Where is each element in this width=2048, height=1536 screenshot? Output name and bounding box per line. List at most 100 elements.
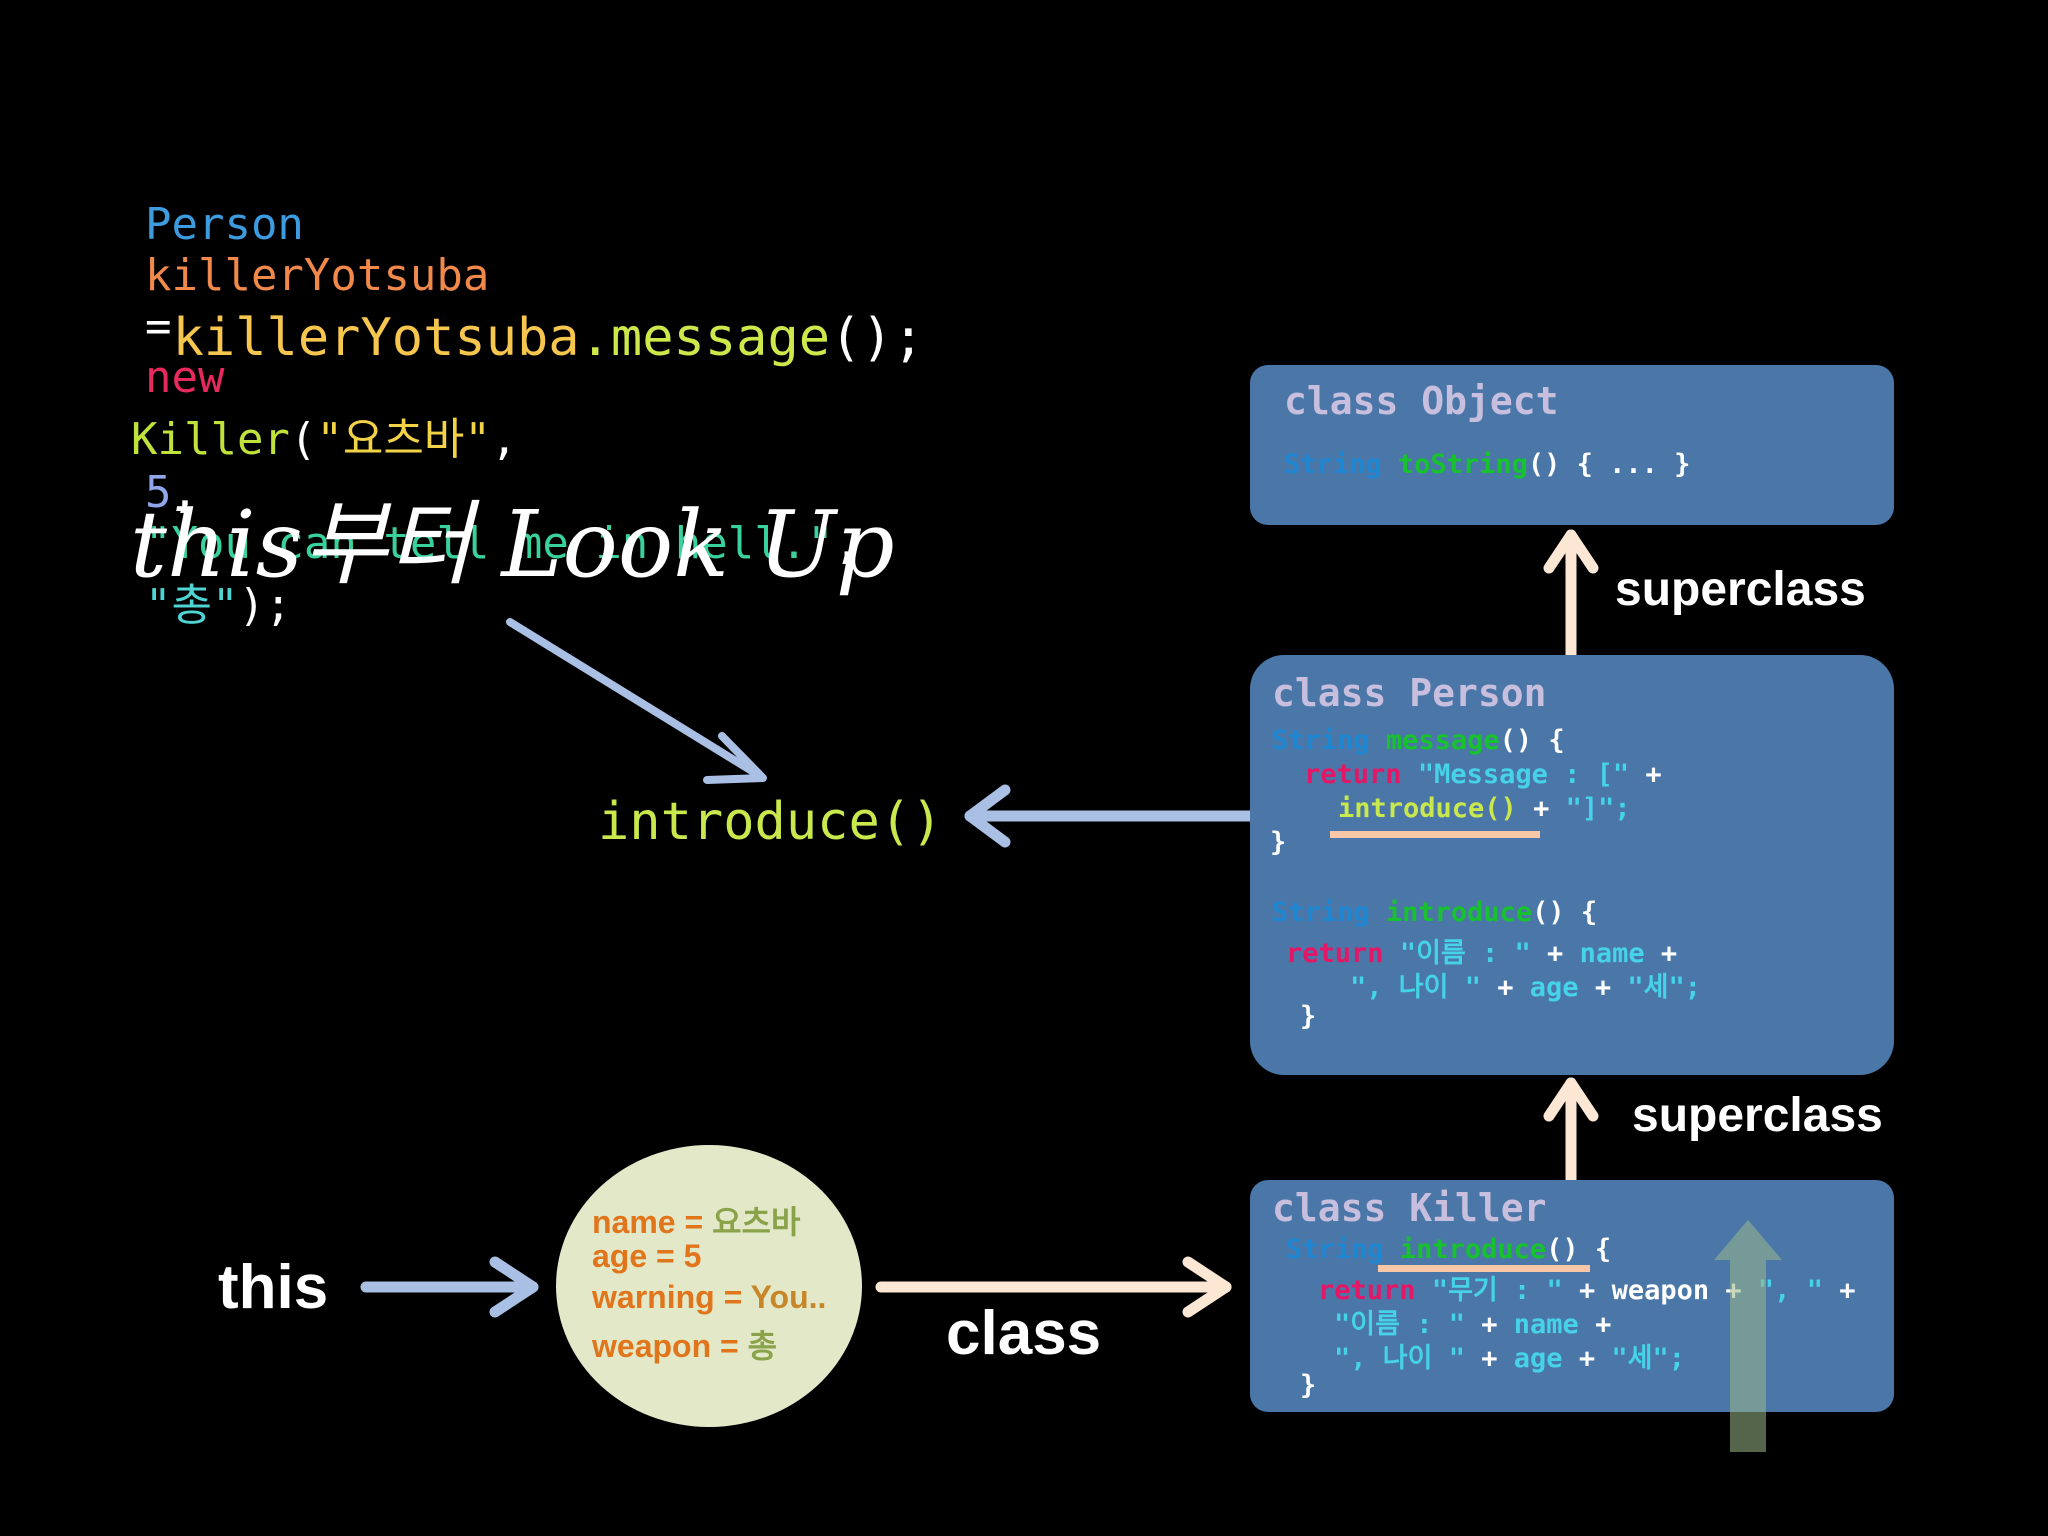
code-call-end: ();	[830, 308, 924, 368]
code-var: age	[1529, 972, 1579, 1003]
code-fn: message	[1385, 725, 1500, 756]
killer-introduce-sig: String introduce() {	[1286, 1234, 1611, 1265]
code-op: +	[1579, 1275, 1596, 1306]
field-key: warning	[592, 1279, 715, 1315]
code-rest: () {	[1532, 897, 1598, 928]
field-eq: =	[714, 1279, 751, 1315]
field-eq: =	[675, 1204, 713, 1240]
code-arg-name: "요츠바"	[316, 414, 491, 465]
superclass-label-upper: superclass	[1615, 563, 1866, 616]
code-arg-age: 5	[144, 467, 172, 518]
superclass-arrow-upper	[1543, 529, 1599, 661]
code-eq: =	[144, 301, 172, 352]
code-arg-warning: "You can tell me in hell."	[144, 518, 834, 569]
code-op: +	[1645, 759, 1662, 790]
field-age: age = 5	[592, 1238, 701, 1275]
code-rest: () { ... }	[1527, 449, 1691, 480]
code-call: introduce()	[1338, 793, 1517, 824]
field-name: name = 요츠바	[592, 1197, 800, 1243]
field-eq: =	[711, 1328, 748, 1364]
code-close: );	[238, 580, 292, 631]
field-warning: warning = You..	[592, 1279, 826, 1316]
code-string: "이름 : "	[1399, 938, 1531, 969]
person-message-return: return "Message : [" +	[1304, 759, 1662, 790]
code-fn: toString	[1397, 449, 1528, 480]
code-string: "세";	[1627, 972, 1701, 1003]
object-method-line: String toString() { ... }	[1284, 449, 1690, 480]
code-var: name	[1579, 938, 1645, 969]
killer-introduce-close: }	[1300, 1370, 1317, 1401]
code-comma: ,	[171, 467, 198, 518]
code-op: +	[1533, 793, 1550, 824]
person-message-close: }	[1270, 827, 1287, 858]
this-label: this	[218, 1253, 329, 1322]
code-paren: (	[289, 414, 317, 465]
code-var: name	[1513, 1309, 1579, 1340]
superclass-label-lower: superclass	[1632, 1089, 1883, 1142]
code-op: +	[1481, 1343, 1498, 1374]
this-arrow	[360, 1256, 539, 1318]
code-return: return	[1318, 1275, 1416, 1306]
person-introduce-sig: String introduce() {	[1272, 897, 1597, 928]
code-op: +	[1547, 938, 1564, 969]
field-value: 5	[683, 1238, 702, 1274]
code-return: return	[1286, 938, 1384, 969]
field-key: name	[592, 1204, 676, 1240]
code-op: +	[1481, 1309, 1498, 1340]
killer-introduce-underline	[1378, 1265, 1590, 1272]
code-class-name: Killer	[130, 414, 290, 465]
killer-class-title: class Killer	[1272, 1186, 1547, 1230]
object-class-title: class Object	[1284, 379, 1559, 423]
code-type: String	[1272, 725, 1370, 756]
code-op: +	[1839, 1275, 1856, 1306]
code-fn: introduce	[1385, 897, 1533, 928]
class-label: class	[946, 1299, 1102, 1368]
code-string: "이름 : "	[1334, 1309, 1465, 1340]
superclass-arrow-lower	[1543, 1077, 1599, 1186]
code-string: "세";	[1611, 1343, 1685, 1374]
field-eq: =	[647, 1238, 684, 1274]
person-introduce-return: return "이름 : " + name +	[1286, 931, 1677, 970]
field-value: 총	[747, 1328, 778, 1364]
code-object: killerYotsuba	[172, 308, 580, 368]
lookup-arrow	[506, 618, 767, 784]
code-type: String	[1286, 1234, 1384, 1265]
code-op: +	[1595, 1309, 1612, 1340]
code-rest: () {	[1546, 1234, 1612, 1265]
person-class-box: class Person String message() { return "…	[1250, 655, 1894, 1075]
code-op: +	[1660, 938, 1678, 969]
lookup-up-arrow-shape	[1714, 1220, 1782, 1452]
person-message-sig: String message() {	[1272, 725, 1565, 756]
code-method-call: .message	[579, 308, 831, 368]
killer-class-box: class Killer String introduce() { return…	[1250, 1180, 1894, 1412]
code-string: "]";	[1565, 793, 1631, 824]
person-introduce-cont: ", 나이 " + age + "세";	[1350, 965, 1701, 1004]
code-op: +	[1497, 972, 1514, 1003]
code-var: weapon	[1611, 1275, 1710, 1306]
field-value: 요츠바	[712, 1204, 801, 1240]
code-type: String	[1284, 449, 1382, 480]
code-line-1: Person killerYotsuba = new Killer("요츠바",…	[92, 148, 860, 633]
code-op: +	[1594, 972, 1612, 1003]
field-key: age	[592, 1238, 648, 1274]
killer-return-line-3: ", 나이 " + age + "세";	[1334, 1336, 1685, 1375]
person-class-title: class Person	[1272, 671, 1547, 715]
introduce-call: introduce()	[598, 792, 943, 852]
code-new-keyword: new	[144, 352, 225, 403]
field-key: weapon	[592, 1328, 712, 1364]
code-comma: ,	[833, 518, 861, 569]
code-rest: () {	[1499, 725, 1565, 756]
code-op: +	[1578, 1343, 1596, 1374]
instance-object: name = 요츠바 age = 5 warning = You.. weapo…	[556, 1145, 862, 1427]
field-weapon: weapon = 총	[592, 1321, 777, 1367]
code-var: age	[1513, 1343, 1563, 1374]
code-fn: introduce	[1399, 1234, 1547, 1265]
code-type: String	[1272, 897, 1370, 928]
person-message-call: introduce() + "]";	[1338, 793, 1631, 824]
code-line-2: killerYotsuba.message();	[110, 248, 924, 368]
code-var: killerYotsuba	[144, 250, 490, 301]
code-comma: ,	[490, 414, 518, 465]
killer-return-line-2: "이름 : " + name +	[1334, 1302, 1611, 1341]
person-introduce-close: }	[1300, 1001, 1317, 1032]
